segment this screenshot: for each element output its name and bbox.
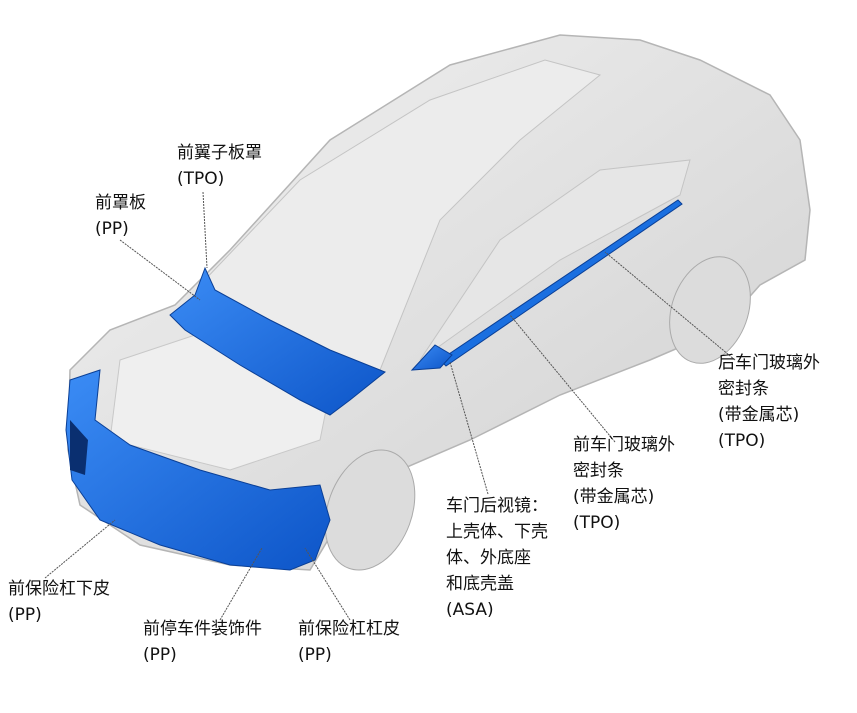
label-text: 密封条 (718, 379, 769, 399)
leader-lower-bumper (44, 519, 116, 579)
label-text: 前保险杠下皮 (8, 579, 110, 599)
label-material: (TPO) (718, 431, 766, 451)
leader-mirror (449, 361, 489, 495)
label-text: 后车门玻璃外 (718, 353, 820, 373)
label-text: (带金属芯) (718, 405, 800, 425)
label-text: 前翼子板罩 (177, 143, 262, 163)
label-text: 前罩板 (95, 193, 146, 213)
label-parking-trim: 前停车件装饰件 (PP) (143, 616, 262, 668)
mirror-part (410, 344, 453, 371)
front-wheel (324, 449, 416, 571)
cowl-panel-part (169, 266, 386, 416)
label-text: 体、外底座 (446, 548, 531, 568)
leader-bumper-skin (304, 547, 351, 621)
label-text: 和底壳盖 (446, 574, 514, 594)
label-text: 上壳体、下壳 (446, 522, 548, 542)
label-material: (ASA) (446, 600, 494, 620)
leader-cowl (119, 239, 201, 301)
label-material: (PP) (143, 645, 177, 665)
leader-rear-seal (604, 251, 736, 361)
front-bumper-part (65, 369, 331, 571)
label-text: 前停车件装饰件 (143, 619, 262, 639)
label-lower-bumper: 前保险杠下皮 (PP) (8, 576, 110, 628)
label-material: (TPO) (573, 513, 621, 533)
leader-front-seal (509, 314, 616, 443)
label-material: (TPO) (177, 169, 225, 189)
label-text: 前车门玻璃外 (573, 435, 675, 455)
leader-fender (202, 191, 208, 269)
label-text: 前保险杠杠皮 (298, 619, 400, 639)
lower-grille (70, 420, 88, 475)
label-text: (带金属芯) (573, 487, 655, 507)
side-windows (419, 159, 691, 361)
label-material: (PP) (298, 645, 332, 665)
rear-wheel (669, 256, 751, 364)
label-material: (PP) (95, 219, 129, 239)
label-fender-liner: 前翼子板罩 (TPO) (177, 140, 262, 192)
label-cowl-panel: 前罩板 (PP) (95, 190, 146, 242)
leader-parking-trim (219, 547, 263, 621)
label-front-door-seal: 前车门玻璃外 密封条 (带金属芯) (TPO) (573, 432, 675, 536)
label-rear-door-seal: 后车门玻璃外 密封条 (带金属芯) (TPO) (718, 350, 820, 454)
label-text: 车门后视镜： (446, 496, 548, 516)
label-mirror: 车门后视镜： 上壳体、下壳 体、外底座 和底壳盖 (ASA) (446, 493, 548, 623)
label-bumper-skin: 前保险杠杠皮 (PP) (298, 616, 400, 668)
label-text: 密封条 (573, 461, 624, 481)
label-material: (PP) (8, 605, 42, 625)
